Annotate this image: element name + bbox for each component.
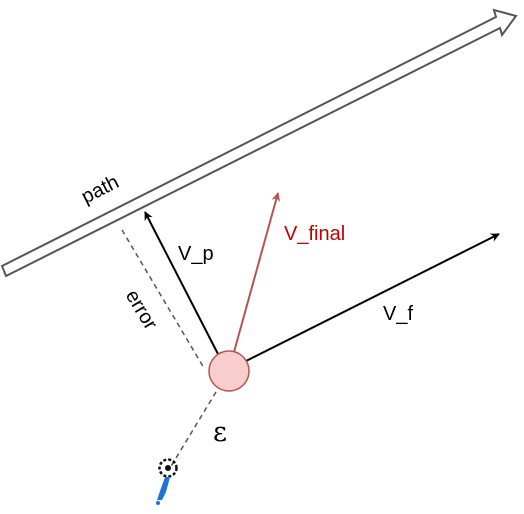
v-p-label: V_p [178, 243, 214, 265]
v-f-label: V_f [383, 303, 413, 325]
robot-circle [208, 350, 250, 392]
v-final-arrow [233, 192, 281, 353]
path-label: path [78, 171, 123, 208]
person-marker-icon [156, 458, 178, 505]
epsilon-dashed-line [169, 391, 217, 469]
v-p-arrow [144, 211, 219, 355]
v-final-label: V_final [284, 223, 345, 245]
epsilon-label: ε [213, 417, 227, 448]
error-label: error [121, 286, 162, 334]
path-arrow [0, 8, 518, 278]
v-f-arrow [245, 233, 500, 362]
